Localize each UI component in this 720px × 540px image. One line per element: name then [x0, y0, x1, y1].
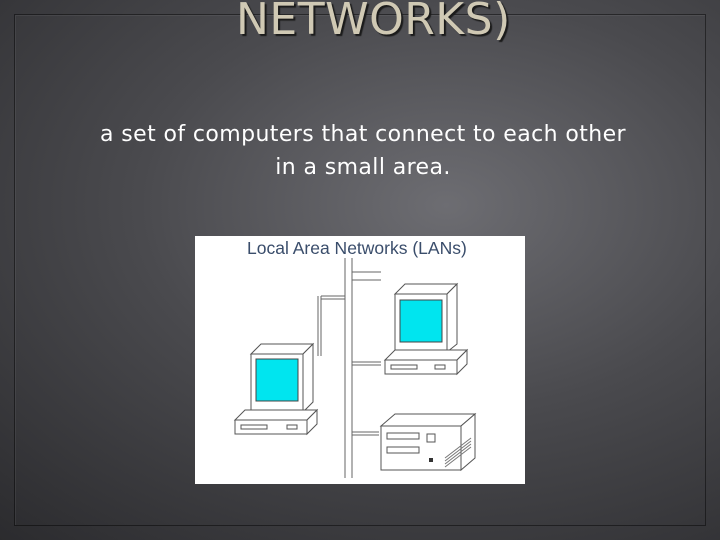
diagram-caption: Local Area Networks (LANs)	[247, 238, 467, 258]
desktop-computer-icon	[233, 342, 319, 436]
server-icon	[379, 412, 477, 472]
network-backbone	[317, 258, 381, 478]
slide-title: NETWORKS)	[236, 0, 511, 45]
slide-body-text: a set of computers that connect to each …	[100, 122, 626, 180]
desktop-computer-icon	[383, 282, 469, 376]
lan-diagram: Local Area Networks (LANs)	[195, 236, 525, 484]
lan-diagram-graphic	[233, 258, 477, 478]
